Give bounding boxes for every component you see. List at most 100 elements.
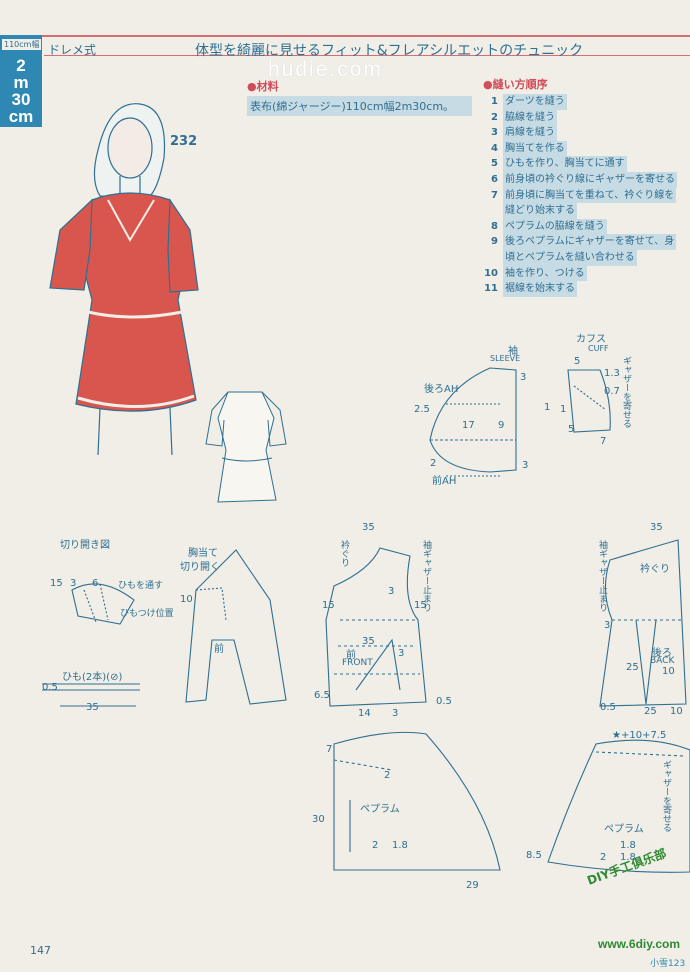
front-neck-trim-label: 衿ぐり — [339, 540, 349, 567]
back-label: 後ろ — [652, 648, 672, 659]
step-number: 8 — [491, 220, 498, 232]
dimension-front: 3 — [398, 648, 405, 659]
fabric-tab — [0, 35, 42, 127]
step-continuation: 縫どり始末する — [483, 203, 688, 219]
cuff-pattern — [567, 369, 611, 433]
step-number: 1 — [491, 96, 498, 107]
dimension-sleeve: 2 — [430, 458, 437, 469]
cut-open-diagram — [42, 583, 140, 707]
front-peplum-pattern — [333, 731, 501, 871]
tunic-right-sleeve — [167, 198, 199, 293]
cuff-label: カフス — [576, 334, 606, 345]
page-title: 体型を綺麗に見せるフィット&フレアシルエットのチュニック — [195, 43, 584, 59]
step-text: 肩線を縫う — [503, 125, 557, 141]
step-text: 脇線を縫う — [503, 109, 557, 126]
step-item: 4 胸当てを作る — [483, 140, 688, 157]
step-text: ひもを作り、胸当てに通す — [503, 156, 627, 172]
series-label: ドレメ式 — [48, 43, 97, 57]
dimension-peplum-front: 2 — [372, 840, 379, 851]
dimension-sleeve: 1 — [544, 402, 551, 413]
step-number: 11 — [484, 283, 498, 295]
model-neck — [119, 176, 141, 194]
dimension-back: 25 — [644, 706, 657, 717]
dimension-back: 25 — [626, 662, 639, 673]
dimension-front: 6.5 — [314, 690, 330, 701]
dimension-cut-open: 3 — [70, 578, 77, 589]
back-formula-label: ★+10+7.5 — [612, 730, 667, 741]
dimension-peplum-back: 8.5 — [526, 850, 542, 861]
tunic-waistband — [87, 310, 183, 319]
tab-line-1: 2 — [16, 56, 26, 75]
tie-label: ひも(2本)(⊘) — [62, 672, 123, 683]
dimension-back: 10 — [670, 706, 683, 717]
model-face — [107, 117, 153, 179]
step-text-cont: 頃とペプラムを縫い合わせる — [503, 249, 637, 266]
dimension-cut-open: 6 — [92, 578, 99, 589]
dimension-cuff: 5 — [568, 424, 575, 435]
dimension-cuff: 0.7 — [604, 386, 620, 397]
step-number: 4 — [491, 142, 498, 154]
cut-open-label: 切り開き図 — [60, 540, 110, 551]
step-text-cont: 縫どり始末する — [503, 203, 577, 219]
materials-box: ●材料 表布(綿ジャージー)110cm幅2m30cm。 — [247, 78, 472, 116]
dimension-peplum-front: 7 — [326, 744, 333, 755]
sleeve-label: 袖 — [508, 346, 518, 357]
bib-title-label: 胸当て — [188, 548, 218, 559]
dimension-front: 3 — [392, 708, 399, 719]
sleeve-front-ah-label: 前AH — [432, 476, 457, 487]
dimension-cuff: 7 — [600, 436, 607, 447]
step-text: 袖を作り、つける — [503, 265, 587, 282]
dimension-cuff: 5 — [574, 356, 581, 367]
sleeve-en-label: SLEEVE — [490, 354, 521, 363]
dimension-peplum-front: 1.8 — [392, 840, 408, 851]
tunic-left-sleeve — [49, 198, 93, 291]
site-watermark: www.6diy.com — [598, 937, 681, 951]
tunic-neckline — [107, 199, 155, 243]
sleeve-back-ah-label: 後ろAH — [424, 384, 459, 395]
step-text: 胸当てを作る — [503, 140, 567, 157]
dimension-peplum-front: 2 — [384, 770, 391, 781]
bib-cut-label: 切り開く — [180, 562, 220, 573]
tab-line-2: m — [13, 73, 29, 92]
dimension-peplum-back: 1.8 — [620, 852, 636, 863]
dimension-sleeve: 2.5 — [414, 404, 430, 415]
materials-body: 表布(綿ジャージー)110cm幅2m30cm。 — [247, 96, 472, 116]
string-pos-label: ひもつけ位置 — [120, 609, 174, 619]
back-peplum-pattern — [547, 739, 690, 873]
step-item: 6 前身頃の衿ぐり線にギャザーを寄せる — [483, 171, 688, 188]
dimension-tie: 35 — [86, 702, 99, 713]
tab-line-3: 30 — [11, 90, 31, 109]
step-item: 11 裾線を始末する — [483, 281, 688, 297]
dimension-sleeve: 9 — [498, 420, 505, 431]
front-peplum-label: ペプラム — [360, 804, 400, 815]
step-text: 前身頃の衿ぐり線にギャザーを寄せる — [503, 171, 677, 188]
dimension-back: 10 — [662, 666, 675, 677]
tab-line-4: cm — [8, 107, 34, 126]
bib-pattern — [185, 549, 287, 705]
dimension-front: 0.5 — [436, 696, 452, 707]
step-text: 裾線を始末する — [503, 281, 577, 297]
dimension-sleeve: 17 — [462, 420, 475, 431]
cuff-en-label: CUFF — [588, 344, 609, 353]
back-view-sketch — [205, 391, 287, 503]
tunic-hem-trim — [77, 394, 195, 409]
step-number: 3 — [491, 127, 498, 139]
header-subrule — [44, 55, 690, 56]
sleeve-pattern — [429, 367, 517, 477]
dimension-front: 3 — [388, 586, 395, 597]
dimension-front: 14 — [358, 708, 371, 719]
back-neck-trim-label: 衿ぐり — [640, 564, 670, 575]
step-number: 6 — [491, 173, 498, 185]
dimension-peplum-front: 29 — [466, 880, 479, 891]
dimension-front: 15 — [414, 600, 427, 611]
cuff-gather-label: ギャザーを寄せる — [621, 356, 631, 428]
page-number: 147 — [30, 944, 51, 957]
dimension-bib: 10 — [180, 594, 193, 605]
dimension-peplum-back: 1.8 — [620, 840, 636, 851]
bib-front-label: 前 — [214, 644, 224, 655]
site-small-watermark: 小雪123 — [650, 959, 686, 969]
